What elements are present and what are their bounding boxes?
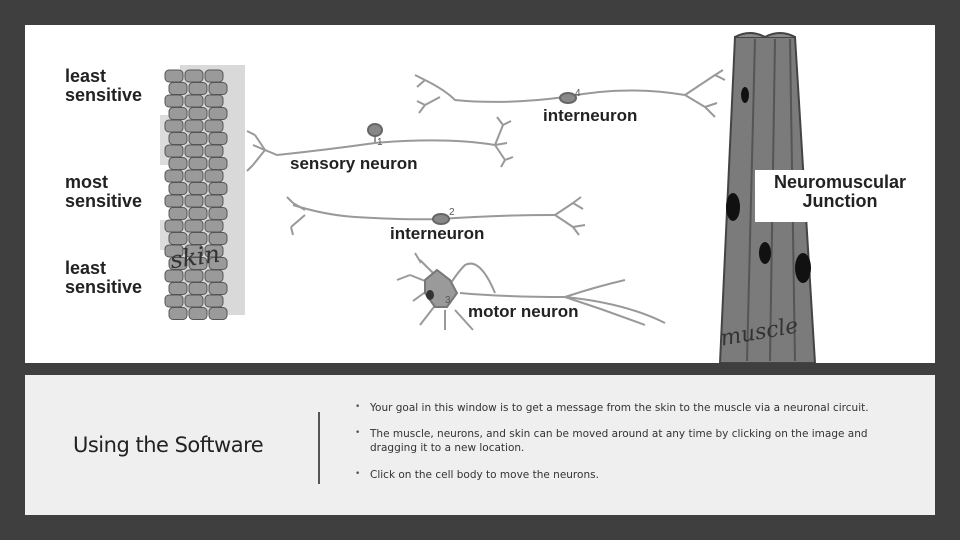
instructions-panel: Using the Software Your goal in this win…	[25, 375, 935, 515]
skin-cell	[184, 169, 204, 183]
sensory-neuron-label: sensory neuron	[290, 154, 418, 173]
sensory-neuron[interactable]	[246, 116, 514, 172]
junction-label-line2: Junction	[802, 190, 878, 211]
skin-label-middle: most sensitive	[65, 173, 142, 211]
skin-cell	[204, 94, 224, 108]
skin-cell	[164, 219, 184, 233]
skin-cell	[188, 132, 208, 145]
interneuron-upper-number: 4	[575, 88, 581, 99]
skin-cell	[184, 219, 204, 233]
interneuron-lower-label: interneuron	[390, 224, 485, 243]
skin-cell	[208, 107, 228, 120]
skin-cell	[208, 157, 228, 170]
interneuron-upper-label: interneuron	[543, 106, 638, 125]
skin-cell	[204, 119, 224, 133]
skin-cell	[184, 94, 204, 108]
skin-label-top: least sensitive	[65, 67, 142, 105]
skin-cell	[208, 207, 228, 220]
skin-cell	[204, 169, 224, 183]
interneuron-lower-number: 2	[449, 207, 455, 218]
interneuron-lower[interactable]	[286, 196, 586, 236]
skin-cell	[168, 232, 188, 245]
skin-cell	[188, 157, 208, 170]
skin-cell	[164, 294, 184, 308]
skin-cell	[184, 194, 204, 208]
motor-neuron-label: motor neuron	[468, 302, 579, 321]
skin-cell	[188, 282, 208, 295]
skin-label-bottom: least sensitive	[65, 259, 142, 297]
skin-cell	[208, 282, 228, 295]
skin-cell	[164, 69, 184, 83]
neuromuscular-junction-label: Neuromuscular Junction	[755, 170, 925, 222]
skin-label-bottom-line2: sensitive	[65, 276, 143, 297]
skin-cell	[164, 194, 184, 208]
skin-cell	[208, 132, 228, 145]
skin-cell	[168, 82, 188, 95]
junction-label-line1: Neuromuscular	[773, 172, 907, 192]
skin-label-middle-line2: sensitive	[65, 190, 143, 211]
skin-cell	[164, 169, 184, 183]
skin-cell	[208, 307, 228, 320]
skin-cell	[168, 207, 188, 220]
motor-neuron[interactable]	[396, 252, 666, 331]
skin-cell	[208, 82, 228, 95]
skin-cell	[188, 82, 208, 95]
instruction-item: Your goal in this window is to get a mes…	[355, 401, 895, 415]
instruction-item: The muscle, neurons, and skin can be mov…	[355, 427, 895, 455]
skin-cell	[204, 194, 224, 208]
skin-cell	[164, 94, 184, 108]
skin-cell	[164, 144, 184, 158]
panel-divider	[318, 412, 320, 484]
skin-label-middle-line1: most	[65, 172, 109, 192]
instruction-item: Click on the cell body to move the neuro…	[355, 468, 895, 482]
skin-cell	[188, 307, 208, 320]
circuit-canvas[interactable]: least sensitive most sensitive least sen…	[25, 25, 935, 363]
skin-cell	[204, 219, 224, 233]
skin-cell	[168, 282, 188, 295]
skin-cell	[184, 69, 204, 83]
instructions-list: Your goal in this window is to get a mes…	[355, 401, 895, 494]
skin-cell	[188, 182, 208, 195]
skin-label-bottom-line1: least	[65, 258, 107, 278]
skin-tissue[interactable]	[160, 65, 245, 320]
skin-cell	[168, 182, 188, 195]
skin-cell	[204, 294, 224, 308]
skin-cell	[188, 107, 208, 120]
skin-cell	[204, 269, 224, 283]
skin-cell	[168, 132, 188, 145]
panel-title: Using the Software	[73, 433, 264, 457]
skin-cell	[168, 107, 188, 120]
sensory-neuron-number: 1	[377, 137, 383, 148]
skin-cell	[164, 119, 184, 133]
skin-cell	[208, 182, 228, 195]
skin-cell	[204, 144, 224, 158]
skin-label-top-line1: least	[65, 66, 107, 86]
skin-cell	[168, 307, 188, 320]
skin-cell	[188, 207, 208, 220]
skin-cell	[184, 294, 204, 308]
skin-cell	[204, 69, 224, 83]
interneuron-upper[interactable]	[414, 69, 726, 118]
motor-neuron-number: 3	[445, 295, 451, 306]
skin-cell	[184, 144, 204, 158]
skin-cell	[168, 157, 188, 170]
skin-cell	[184, 119, 204, 133]
circuit-illustration	[160, 32, 817, 363]
skin-label-top-line2: sensitive	[65, 84, 143, 105]
